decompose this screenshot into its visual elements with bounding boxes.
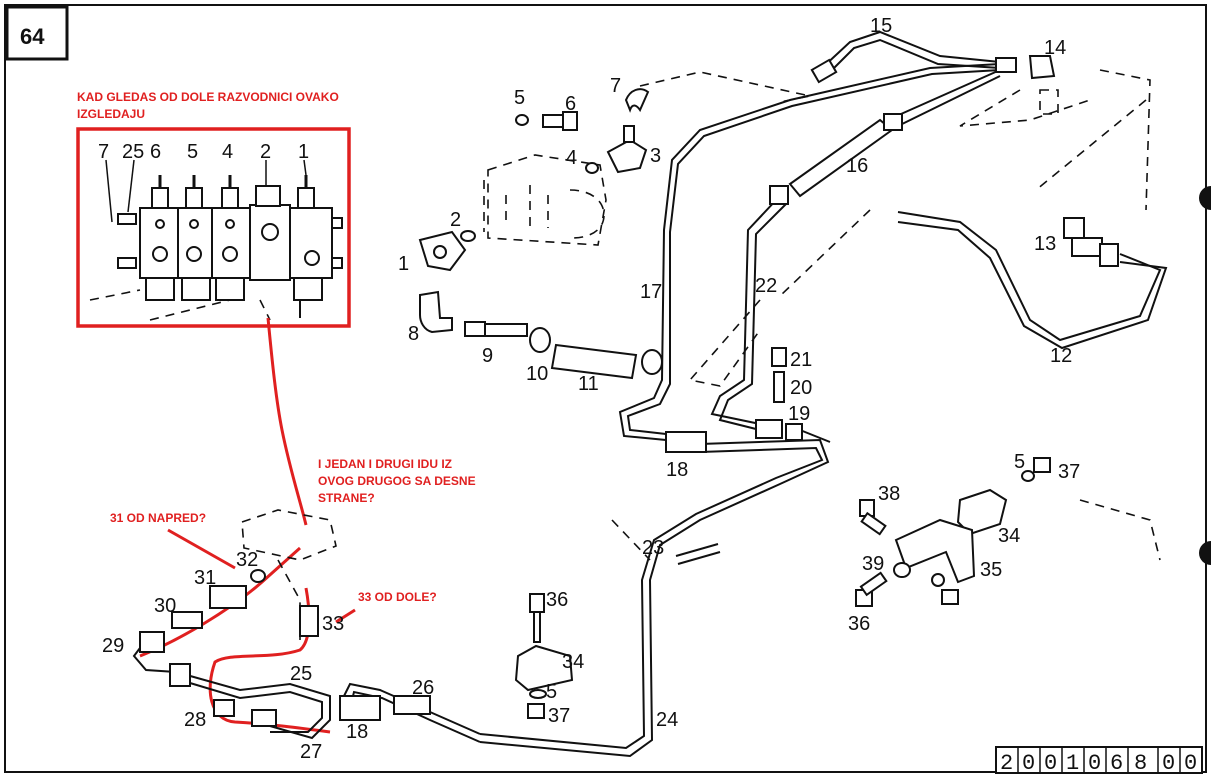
pipe-fittings bbox=[139, 55, 1119, 727]
part-label: 19 bbox=[788, 403, 810, 425]
serial-digit: 0 bbox=[1162, 751, 1175, 776]
serial-digit: 0 bbox=[1184, 751, 1197, 776]
part-label: 31 bbox=[194, 567, 216, 589]
note-33: 33 OD DOLE? bbox=[358, 590, 437, 604]
serial-digit: 1 bbox=[1066, 751, 1079, 776]
part-label: 37 bbox=[548, 705, 570, 727]
part-label: 22 bbox=[755, 275, 777, 297]
pump-group bbox=[418, 88, 663, 380]
part-label: 9 bbox=[482, 345, 493, 367]
red-arrow-31 bbox=[167, 528, 236, 570]
part-label: 26 bbox=[412, 677, 434, 699]
inset-frame bbox=[76, 127, 351, 328]
part-label: 28 bbox=[184, 709, 206, 731]
part-label: 3 bbox=[650, 145, 661, 167]
valve-block-drawing bbox=[89, 159, 343, 321]
part-label: 27 bbox=[300, 741, 322, 763]
serial-number: 2 0 0 1 0 6 8 0 0 bbox=[995, 746, 1203, 776]
serial-digit: 2 bbox=[1000, 751, 1013, 776]
serial-digit: 0 bbox=[1044, 751, 1057, 776]
part-label: 24 bbox=[656, 709, 678, 731]
part-label: 36 bbox=[546, 589, 568, 611]
part-label: 11 bbox=[578, 373, 599, 395]
inset-label: 4 bbox=[222, 141, 233, 163]
part-label: 18 bbox=[346, 721, 368, 743]
top-note-line1: KAD GLEDAS OD DOLE RAZVODNICI OVAKO bbox=[77, 90, 339, 104]
red-connector-line bbox=[266, 317, 308, 526]
note-31: 31 OD NAPRED? bbox=[110, 511, 206, 525]
page-frame bbox=[4, 4, 1207, 773]
binder-hole bbox=[1199, 541, 1211, 565]
part-label: 33 bbox=[322, 613, 344, 635]
serial-digit: 0 bbox=[1022, 751, 1035, 776]
part-label: 17 bbox=[640, 281, 662, 303]
inset-label: 2 bbox=[260, 141, 271, 163]
part-label: 35 bbox=[980, 559, 1002, 581]
part-label: 18 bbox=[666, 459, 688, 481]
red-arrow-33 bbox=[335, 608, 356, 624]
part-label: 25 bbox=[290, 663, 312, 685]
part-label: 7 bbox=[610, 75, 621, 97]
part-label: 1 bbox=[398, 253, 409, 275]
serial-digit: 6 bbox=[1110, 751, 1123, 776]
part-label: 8 bbox=[408, 323, 419, 345]
part-label: 32 bbox=[236, 549, 258, 571]
middle-note-line2: OVOG DRUGOG SA DESNE bbox=[318, 474, 476, 488]
part-label: 4 bbox=[566, 147, 577, 169]
inset-label: 25 bbox=[122, 141, 144, 163]
part-label: 5 bbox=[1014, 451, 1025, 473]
clamp-hardware bbox=[514, 457, 1051, 719]
part-label: 5 bbox=[514, 87, 525, 109]
part-label: 13 bbox=[1034, 233, 1056, 255]
part-label: 6 bbox=[565, 93, 576, 115]
valve-inset: 7 25 6 5 4 2 1 bbox=[76, 127, 351, 328]
page-badge: 64 bbox=[20, 24, 45, 49]
inset-label: 6 bbox=[150, 141, 161, 163]
serial-digit: 0 bbox=[1088, 751, 1101, 776]
top-note-line2: IZGLEDAJU bbox=[77, 107, 145, 121]
page-badge-box bbox=[5, 5, 69, 61]
part-label: 39 bbox=[862, 553, 884, 575]
part-label: 15 bbox=[870, 15, 892, 37]
part-labels: 1 2 3 4 5 6 7 8 9 10 11 12 13 14 15 16 1… bbox=[102, 15, 1080, 763]
middle-note-line3: STRANE? bbox=[318, 491, 375, 505]
inset-label: 1 bbox=[298, 141, 309, 163]
binder-hole bbox=[1199, 186, 1211, 210]
part-label: 2 bbox=[450, 209, 461, 231]
part-label: 16 bbox=[846, 155, 868, 177]
part-label: 34 bbox=[562, 651, 584, 673]
part-label: 10 bbox=[526, 363, 548, 385]
part-label: 29 bbox=[102, 635, 124, 657]
middle-note-line1: I JEDAN I DRUGI IDU IZ bbox=[318, 457, 452, 471]
pipe-network bbox=[132, 30, 1168, 758]
part-label: 14 bbox=[1044, 37, 1066, 59]
part-label: 30 bbox=[154, 595, 176, 617]
dashed-outlines bbox=[241, 69, 1161, 640]
serial-digit: 8 bbox=[1134, 751, 1147, 776]
part-label: 34 bbox=[998, 525, 1020, 547]
part-label: 37 bbox=[1058, 461, 1080, 483]
part-label: 23 bbox=[642, 537, 664, 559]
part-label: 12 bbox=[1050, 345, 1072, 367]
part-label: 38 bbox=[878, 483, 900, 505]
inset-label: 7 bbox=[98, 141, 109, 163]
part-label: 20 bbox=[790, 377, 812, 399]
inset-label: 5 bbox=[187, 141, 198, 163]
part-label: 5 bbox=[546, 681, 557, 703]
part-label: 21 bbox=[790, 349, 812, 371]
part-label: 36 bbox=[848, 613, 870, 635]
